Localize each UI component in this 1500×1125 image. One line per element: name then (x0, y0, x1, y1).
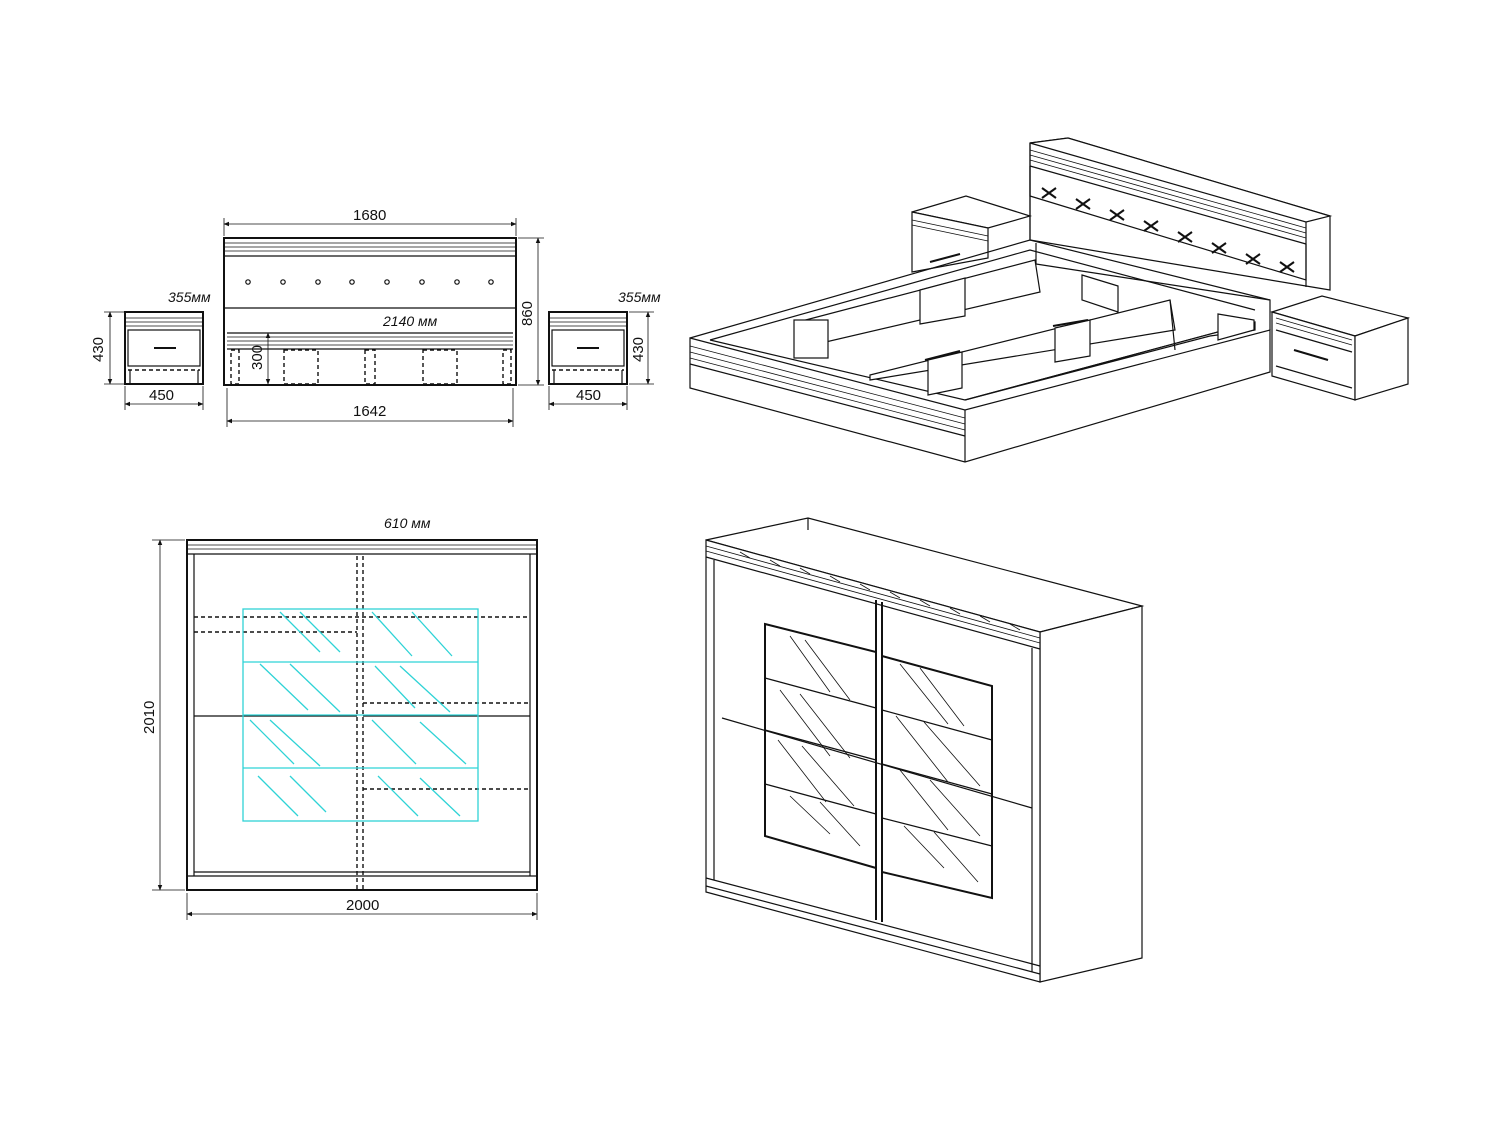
wardrobe-width-label: 2000 (346, 897, 379, 914)
nightstand-depth-left-label: 355мм (168, 289, 211, 305)
nightstand-width-right-label: 450 (576, 387, 601, 404)
nightstand-height-left-label: 430 (90, 337, 107, 362)
nightstand-front-left: 355мм 430 450 (90, 289, 211, 410)
wardrobe-front-view: 610 мм 2010 2000 (141, 515, 538, 920)
wardrobe-depth-label: 610 мм (384, 515, 431, 531)
wardrobe-height-label: 2010 (141, 701, 158, 734)
bed-legs (230, 349, 512, 385)
wardrobe-mirror-glass (764, 622, 993, 900)
nightstand-height-right-label: 430 (630, 337, 647, 362)
bed-width-bottom-label: 1642 (353, 403, 386, 420)
bed-isometric-view (689, 137, 1333, 463)
bed-length-label: 2140 мм (382, 313, 438, 329)
headboard-buttons (245, 279, 494, 285)
bed-front-view: 2140 мм 300 1680 1642 860 (223, 207, 544, 427)
nightstand-front-right: 355мм 430 450 (548, 289, 661, 410)
bed-width-top-label: 1680 (353, 207, 386, 224)
headboard-cross-stitches (1041, 187, 1295, 273)
mirror-panel-highlight (242, 608, 479, 822)
wardrobe-isometric-view (705, 517, 1145, 983)
nightstand-isometric-right (1269, 295, 1411, 401)
bed-height-label: 860 (519, 301, 536, 326)
bed-base-height-label: 300 (249, 345, 266, 370)
nightstand-depth-right-label: 355мм (618, 289, 661, 305)
nightstand-width-left-label: 450 (149, 387, 174, 404)
